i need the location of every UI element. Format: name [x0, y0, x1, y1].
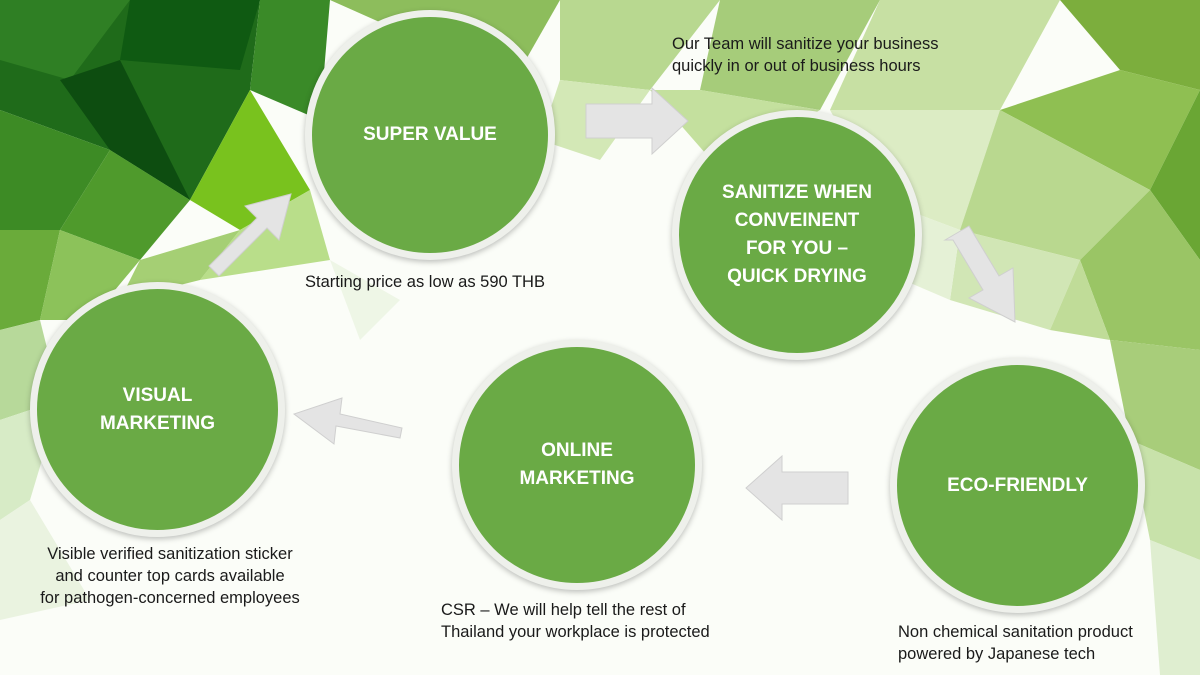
arrow-sanitize-to-eco — [943, 225, 1016, 323]
step-description-sanitize-when-convenient: Our Team will sanitize your business qui… — [672, 35, 939, 75]
step-circle-visual-marketing: VISUAL MARKETING — [30, 282, 285, 537]
arrow-super-value-to-sanitize — [585, 86, 689, 156]
arrow-visual-to-super-value — [208, 193, 292, 277]
step-description-visual-marketing: Visible verified sanitization sticker an… — [40, 545, 300, 607]
step-description-eco-friendly: Non chemical sanitation product powered … — [898, 623, 1133, 663]
step-label-super-value: SUPER VALUE — [363, 124, 497, 145]
step-circle-super-value: SUPER VALUE — [305, 10, 555, 260]
step-circle-eco-friendly: ECO-FRIENDLY — [890, 358, 1145, 613]
arrow-eco-to-online — [745, 454, 849, 522]
step-label-online-marketing: ONLINE MARKETING — [519, 440, 635, 489]
step-label-sanitize-when-convenient: SANITIZE WHEN CONVEINENT FOR YOU – QUICK… — [722, 182, 872, 287]
step-label-visual-marketing: VISUAL MARKETING — [99, 384, 216, 434]
step-circle-sanitize-when-convenient: SANITIZE WHEN CONVEINENT FOR YOU – QUICK… — [672, 110, 922, 360]
arrow-online-to-visual — [292, 397, 403, 445]
step-circle-online-marketing: ONLINE MARKETING — [452, 340, 702, 590]
step-label-eco-friendly: ECO-FRIENDLY — [947, 474, 1088, 496]
step-description-super-value: Starting price as low as 590 THB — [305, 273, 545, 291]
step-description-online-marketing: CSR – We will help tell the rest of Thai… — [441, 601, 710, 641]
